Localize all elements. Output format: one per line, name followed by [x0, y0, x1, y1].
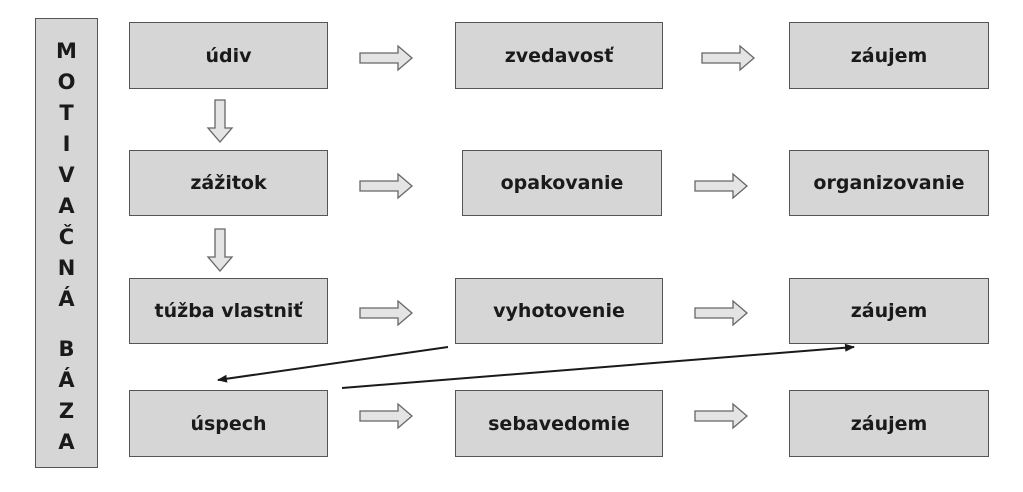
node-zvedavost: zvedavosť [455, 22, 663, 89]
sidebar-letter: M [56, 39, 77, 63]
right-arrow-icon [701, 44, 755, 72]
down-arrow-icon [206, 228, 234, 272]
right-arrow-icon [359, 44, 413, 72]
connector-uspech-to-zaujem [341, 343, 855, 389]
sidebar-letter: I [62, 132, 71, 156]
sidebar-letter: B [58, 337, 75, 361]
node-vyhotovenie: vyhotovenie [455, 278, 663, 344]
node-udiv: údiv [129, 22, 328, 89]
sidebar-letter: O [57, 70, 76, 94]
right-arrow-icon [359, 402, 413, 430]
right-arrow-icon [694, 299, 748, 327]
sidebar-letter: Z [58, 399, 75, 423]
sidebar-letter: Á [58, 368, 75, 392]
right-arrow-icon [694, 172, 748, 200]
node-zaujem-2: záujem [789, 278, 989, 344]
right-arrow-icon [694, 402, 748, 430]
node-opakovanie: opakovanie [462, 150, 662, 216]
node-organizovanie: organizovanie [789, 150, 989, 216]
sidebar-letter: V [58, 163, 75, 187]
sidebar-letter: Č [58, 225, 75, 249]
node-uspech: úspech [129, 390, 328, 457]
node-zaujem-3: záujem [789, 390, 989, 457]
right-arrow-icon [359, 172, 413, 200]
right-arrow-icon [359, 299, 413, 327]
node-zaujem-1: záujem [789, 22, 989, 89]
sidebar-letter: T [59, 101, 74, 125]
node-zazitok: zážitok [129, 150, 328, 216]
sidebar-letter: Á [58, 287, 75, 311]
node-sebavedomie: sebavedomie [455, 390, 663, 457]
sidebar-letter: N [57, 256, 76, 280]
sidebar-letter: A [58, 194, 75, 218]
node-tuzba-vlastnit: túžba vlastniť [129, 278, 328, 344]
sidebar-letter: A [58, 430, 75, 454]
connector-vyhotovenie-to-uspech [217, 346, 449, 383]
down-arrow-icon [206, 99, 234, 143]
motivational-base-sidebar: M O T I V A Č N Á B Á Z A [35, 18, 98, 468]
